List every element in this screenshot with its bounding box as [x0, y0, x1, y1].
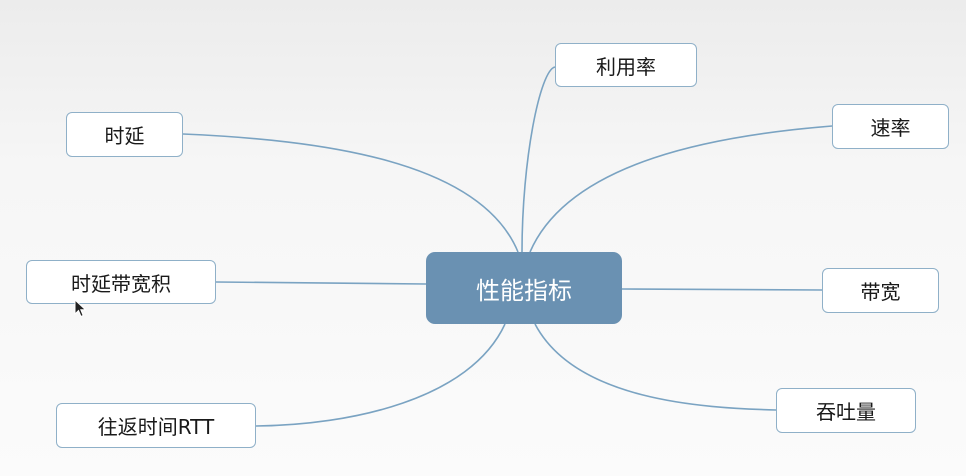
node-rate-label: 速率 — [870, 116, 911, 140]
node-bandwidth[interactable]: 带宽 — [822, 268, 939, 313]
node-rate[interactable]: 速率 — [832, 104, 949, 149]
node-delay-bandwidth-product[interactable]: 时延带宽积 — [26, 260, 216, 304]
node-rtt-label: 往返时间RTT — [97, 415, 215, 439]
center-topic[interactable]: 性能指标 — [426, 252, 622, 324]
mouse-pointer-icon — [74, 299, 87, 318]
link-delay — [182, 133, 519, 253]
node-delay[interactable]: 时延 — [66, 112, 183, 157]
link-rate — [529, 125, 833, 253]
node-throughput[interactable]: 吞吐量 — [776, 388, 916, 433]
node-delay-label: 时延 — [104, 124, 145, 148]
node-rtt[interactable]: 往返时间RTT — [56, 403, 256, 448]
node-utilization-label: 利用率 — [596, 54, 656, 79]
center-topic-label: 性能指标 — [476, 276, 572, 305]
link-bandwidth — [621, 288, 823, 291]
link-rtt — [255, 323, 506, 427]
link-throughput — [534, 323, 777, 411]
node-utilization[interactable]: 利用率 — [555, 43, 697, 87]
link-delay-bandwidth-product — [215, 281, 427, 285]
link-utilization — [521, 66, 556, 253]
node-bandwidth-label: 带宽 — [860, 280, 901, 304]
node-delay-bandwidth-product-label: 时延带宽积 — [71, 271, 171, 296]
node-throughput-label: 吞吐量 — [816, 400, 876, 424]
